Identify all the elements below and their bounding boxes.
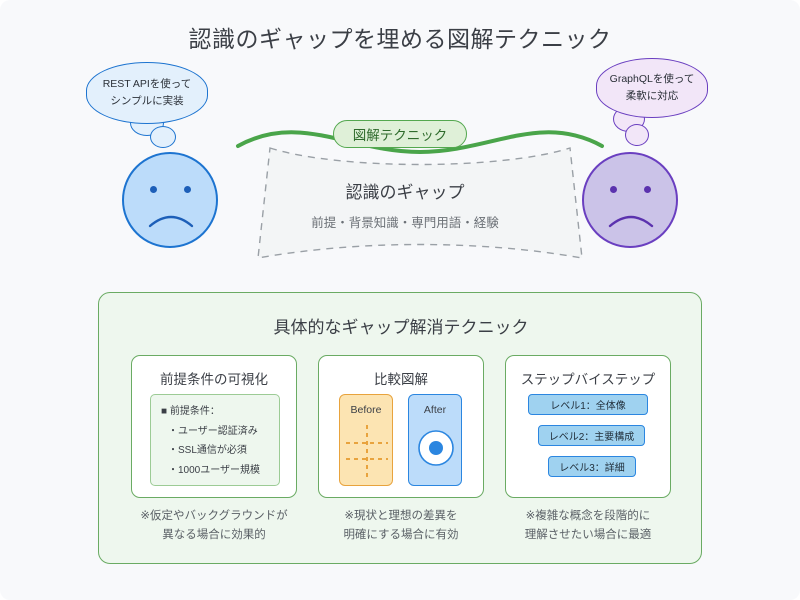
- techniques-panel: 具体的なギャップ解消テクニック 前提条件の可視化 ■ 前提条件： ・ユーザー認証…: [98, 292, 702, 564]
- caption-line-2: 異なる場合に効果的: [162, 528, 266, 541]
- gap-dashed-outline: [257, 147, 583, 259]
- prerequisite-item: ・1000ユーザー規模: [168, 464, 261, 476]
- left-face-eye-left: [150, 186, 157, 193]
- before-panel: Before: [339, 394, 393, 486]
- prerequisite-item: ・ユーザー認証済み: [168, 425, 258, 437]
- right-bubble-tail-small: [625, 124, 649, 146]
- card-caption-prerequisites: ※仮定やバックグラウンドが 異なる場合に効果的: [109, 507, 319, 545]
- after-panel: After: [408, 394, 462, 486]
- caption-line-1: ※仮定やバックグラウンドが: [140, 510, 288, 522]
- step-level-2: レベル2：主要構成: [538, 425, 645, 446]
- left-bubble-line-1: REST APIを使って: [102, 77, 192, 90]
- prerequisite-list-box: ■ 前提条件： ・ユーザー認証済み ・SSL通信が必須 ・1000ユーザー規模: [150, 394, 280, 486]
- card-title-step-by-step: ステップバイステップ: [520, 372, 656, 387]
- card-title-prerequisites: 前提条件の可視化: [160, 372, 268, 387]
- step-level-3: レベル3：詳細: [548, 456, 636, 477]
- after-label: After: [423, 404, 447, 416]
- right-sad-face-icon: [582, 152, 678, 248]
- left-face-frown-icon: [148, 206, 194, 230]
- technique-card-comparison[interactable]: 比較図解 Before After: [318, 355, 484, 498]
- right-face-eye-right: [644, 186, 651, 193]
- prerequisite-item: ・SSL通信が必須: [168, 445, 247, 456]
- right-bubble-line-1: GraphQLを使って: [609, 72, 695, 85]
- right-face-eye-left: [610, 186, 617, 193]
- before-label: Before: [350, 404, 382, 416]
- technique-card-step-by-step[interactable]: ステップバイステップ レベル1：全体像 レベル2：主要構成 レベル3：詳細: [505, 355, 671, 498]
- bridge-badge-label: 図解テクニック: [352, 128, 448, 143]
- left-face-eye-right: [184, 186, 191, 193]
- caption-line-1: ※現状と理想の差異を: [344, 510, 458, 522]
- left-sad-face-icon: [122, 152, 218, 248]
- bridge-wave-line: [236, 130, 604, 155]
- right-bubble-line-2: 柔軟に対応: [625, 90, 679, 102]
- card-caption-step-by-step: ※複雑な概念を段階的に 理解させたい場合に最適: [483, 507, 693, 545]
- card-title-comparison: 比較図解: [374, 372, 428, 387]
- after-focus-icon: [409, 421, 461, 486]
- left-bubble-line-2: シンプルに実装: [110, 95, 184, 107]
- caption-line-1: ※複雑な概念を段階的に: [525, 510, 651, 522]
- right-speech-bubble: GraphQLを使って 柔軟に対応: [596, 58, 708, 118]
- gap-zone-shape: [236, 130, 604, 259]
- bridge-technique-badge: 図解テクニック: [333, 120, 467, 148]
- card-caption-comparison: ※現状と理想の差異を 明確にする場合に有効: [296, 507, 506, 545]
- left-speech-bubble: REST APIを使って シンプルに実装: [86, 62, 208, 124]
- gap-subtitle: 前提・背景知識・専門用語・経験: [311, 216, 499, 230]
- before-messy-icon: [340, 421, 392, 486]
- left-bubble-tail-small: [150, 126, 176, 148]
- caption-line-2: 明確にする場合に有効: [343, 528, 459, 541]
- gap-title: 認識のギャップ: [345, 183, 465, 202]
- step-level-1: レベル1：全体像: [528, 394, 648, 415]
- prerequisite-heading: ■ 前提条件：: [161, 406, 220, 417]
- technique-card-prerequisites[interactable]: 前提条件の可視化 ■ 前提条件： ・ユーザー認証済み ・SSL通信が必須 ・10…: [131, 355, 297, 498]
- right-face-frown-icon: [608, 206, 654, 230]
- techniques-panel-title: 具体的なギャップ解消テクニック: [273, 318, 529, 337]
- page-title: 認識のギャップを埋める図解テクニック: [188, 26, 612, 52]
- caption-line-2: 理解させたい場合に最適: [524, 528, 652, 541]
